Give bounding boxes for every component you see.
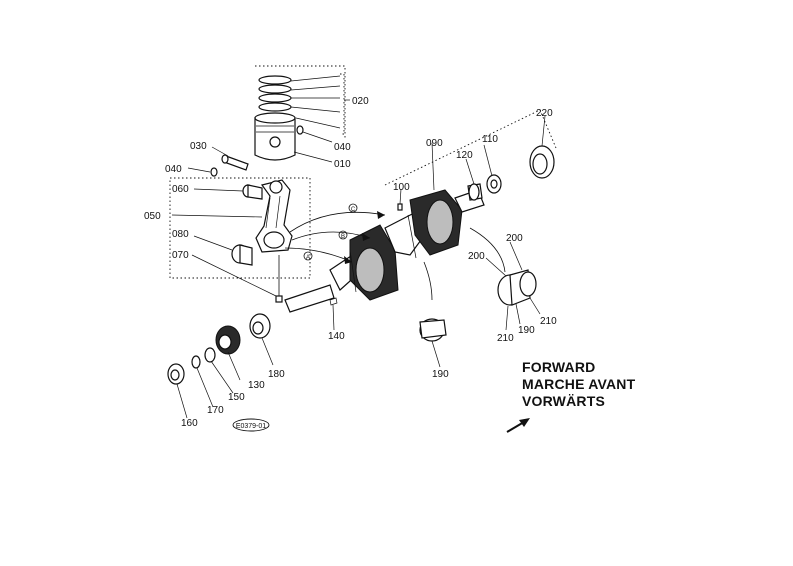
label-180: 180 <box>268 369 285 380</box>
label-220: 220 <box>536 108 553 119</box>
label-030: 030 <box>190 141 207 152</box>
piston-rings <box>258 75 292 112</box>
rod-bearing <box>231 244 253 266</box>
label-190-right: 190 <box>518 325 535 336</box>
label-010: 010 <box>334 159 351 170</box>
assembly-arrows <box>284 211 386 264</box>
leader-lines <box>171 73 546 419</box>
piston <box>254 112 296 161</box>
svg-text:B: B <box>341 234 345 240</box>
crankshaft-group-outline <box>384 109 557 186</box>
connecting-rod <box>255 179 293 253</box>
label-100: 100 <box>393 182 410 193</box>
label-060: 060 <box>172 184 189 195</box>
label-040-lower: 040 <box>165 164 182 175</box>
crankshaft <box>284 189 485 313</box>
seal-arc <box>423 261 433 301</box>
thrust-bearing <box>419 318 447 342</box>
svg-text:E0379-01: E0379-01 <box>236 423 266 430</box>
rod-bolt <box>275 255 283 303</box>
o-ring <box>191 355 201 369</box>
front-seal <box>167 363 185 385</box>
piston-pin <box>221 154 249 171</box>
rear-bushing <box>467 183 483 201</box>
label-210-left: 210 <box>497 333 514 344</box>
label-150: 150 <box>228 392 245 403</box>
forward-label-en: FORWARD <box>522 359 595 375</box>
label-080: 080 <box>172 229 189 240</box>
case-arc <box>469 227 506 273</box>
forward-label-de: VORWÄRTS <box>522 393 605 409</box>
label-200-lower: 200 <box>468 251 485 262</box>
label-020: 020 <box>352 96 369 107</box>
forward-label-fr: MARCHE AVANT <box>522 376 636 392</box>
oil-seal <box>529 145 555 179</box>
crank-woodruff-key <box>329 297 338 306</box>
figure-code-badge: E0379-01 <box>232 418 270 432</box>
label-170: 170 <box>207 405 224 416</box>
label-040-upper: 040 <box>334 142 351 153</box>
label-130: 130 <box>248 380 265 391</box>
callout-a: A <box>303 251 313 261</box>
bearing-case <box>497 269 537 306</box>
front-bushing <box>249 313 271 339</box>
callout-b: B <box>338 230 348 240</box>
crank-dowel-pin <box>397 203 403 211</box>
forward-arrow-icon <box>506 418 530 433</box>
label-160: 160 <box>181 418 198 429</box>
label-210-right: 210 <box>540 316 557 327</box>
crank-gear <box>215 325 241 355</box>
svg-text:C: C <box>351 207 356 213</box>
rear-bearing <box>486 174 502 194</box>
label-200-upper: 200 <box>506 233 523 244</box>
svg-text:A: A <box>306 255 310 261</box>
collar <box>204 347 216 363</box>
label-120: 120 <box>456 150 473 161</box>
label-110: 110 <box>482 134 498 145</box>
label-090: 090 <box>426 138 443 149</box>
label-190-lower: 190 <box>432 369 449 380</box>
label-050: 050 <box>144 211 161 222</box>
circlip-left <box>210 167 218 177</box>
callout-c: C <box>348 203 358 213</box>
label-070: 070 <box>172 250 189 261</box>
circlip-right <box>296 125 304 135</box>
label-140: 140 <box>328 331 345 342</box>
small-end-bushing <box>242 184 263 200</box>
